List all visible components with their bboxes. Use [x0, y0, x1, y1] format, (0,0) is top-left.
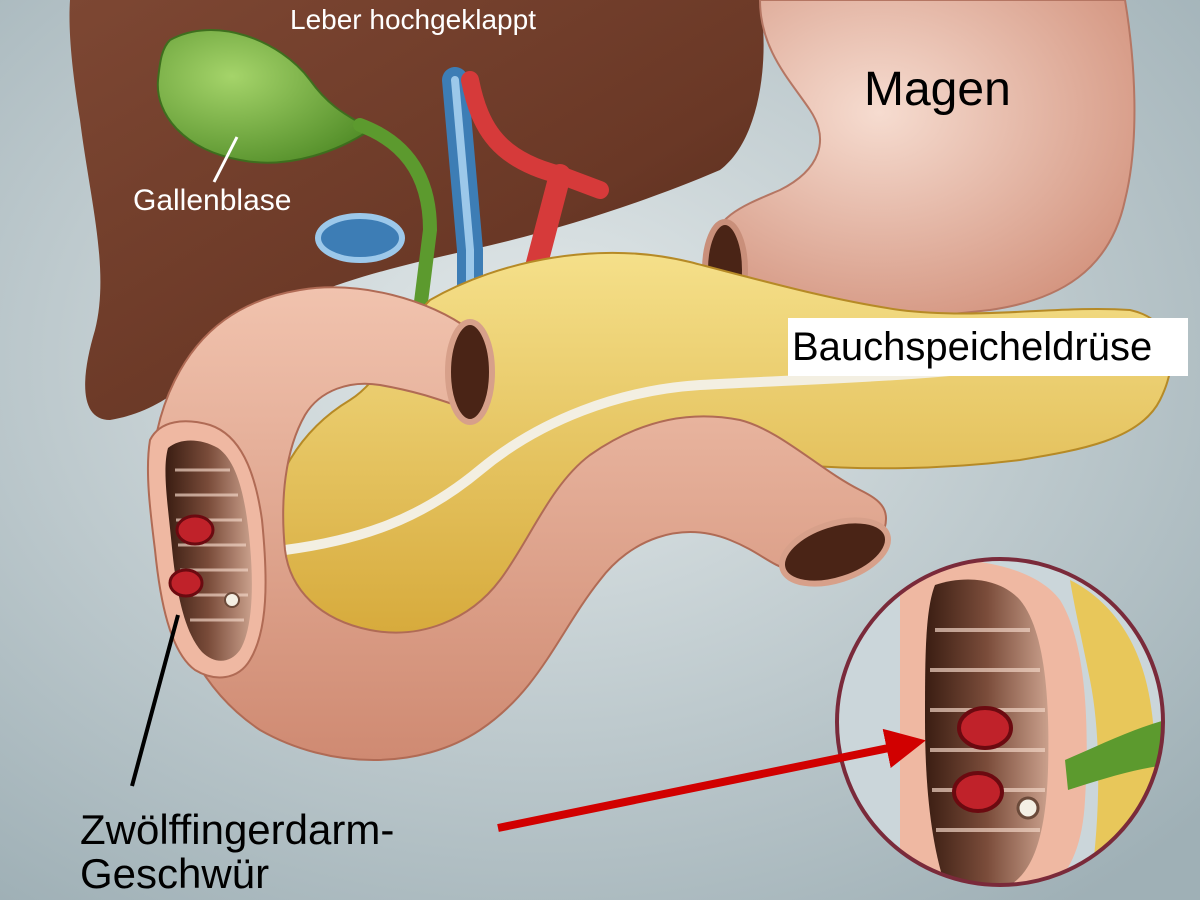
- zoom-papilla: [1016, 796, 1040, 820]
- ulcer-2: [168, 568, 204, 598]
- gallbladder: [156, 29, 372, 164]
- zoom-ulcer-2: [952, 771, 1004, 813]
- vein-stump: [315, 213, 405, 263]
- pancreas-label: Bauchspeicheldrüse: [788, 318, 1188, 376]
- ulcer-pointer-line: [130, 614, 180, 787]
- zoom-inset: [835, 557, 1165, 887]
- papilla: [224, 592, 240, 608]
- ulcer-label: Zwölffingerdarm- Geschwür: [80, 806, 395, 898]
- gallbladder-label: Gallenblase: [133, 184, 292, 217]
- jejunum-opening: [778, 517, 892, 587]
- ulcer-markings: [168, 514, 240, 608]
- ulcer-label-line-2: Geschwür: [80, 850, 270, 898]
- zoom-inset-border: [835, 557, 1165, 887]
- ulcer-label-line-1: Zwölffingerdarm-: [80, 806, 395, 853]
- duodenum-opening-top: [445, 319, 495, 425]
- stomach-label: Magen: [864, 63, 1011, 116]
- ulcer-1: [175, 514, 215, 546]
- red-arrow: [497, 728, 926, 832]
- gallbladder-pointer-line: [212, 136, 239, 183]
- liver-label: Leber hochgeklappt: [290, 4, 536, 35]
- zoom-ulcer-1: [957, 706, 1013, 750]
- pancreas-label-text: Bauchspeicheldrüse: [792, 325, 1153, 369]
